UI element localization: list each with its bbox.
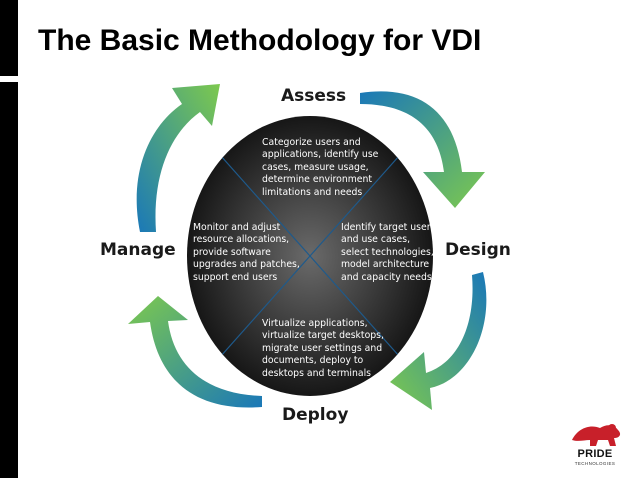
quadrant-line: provide software bbox=[193, 246, 271, 258]
slide-title: The Basic Methodology for VDI bbox=[38, 24, 482, 57]
left-accent-bar bbox=[0, 0, 18, 478]
quadrant-line: documents, deploy to bbox=[262, 355, 364, 367]
quadrant-text-assess: Categorize users and applications, ident… bbox=[262, 137, 378, 199]
quadrant-text-design: Identify target users and use cases, sel… bbox=[341, 222, 435, 284]
stage-label-manage: Manage bbox=[100, 240, 176, 260]
stage-label-design: Design bbox=[445, 240, 511, 260]
quadrant-line: Identify target users bbox=[341, 222, 436, 233]
quadrant-line: migrate user settings and bbox=[262, 342, 383, 354]
quadrant-line: desktops and terminals bbox=[262, 367, 372, 379]
quadrant-line: cases, measure usage, bbox=[262, 161, 369, 173]
pride-logo: PRIDE TECHNOLOGIES bbox=[566, 418, 624, 470]
quadrant-line: select technologies, bbox=[341, 246, 434, 258]
quadrant-line: support end users bbox=[193, 271, 278, 283]
stage-label-deploy: Deploy bbox=[282, 405, 349, 425]
stage-label-assess: Assess bbox=[281, 86, 347, 106]
quadrant-dividers bbox=[187, 116, 433, 396]
quadrant-line: determine environment bbox=[262, 174, 373, 186]
quadrant-line: Virtualize applications, bbox=[262, 318, 368, 329]
quadrant-line: Categorize users and bbox=[262, 137, 361, 148]
arrow-deploy-to-manage bbox=[128, 296, 262, 408]
quadrant-line: upgrades and patches, bbox=[193, 259, 300, 271]
quadrant-line: virtualize target desktops, bbox=[262, 330, 384, 342]
arrow-manage-to-assess bbox=[136, 84, 220, 232]
arrow-assess-to-design bbox=[360, 91, 485, 208]
lion-icon bbox=[572, 424, 621, 446]
quadrant-line: and capacity needs bbox=[341, 271, 432, 283]
arrow-design-to-deploy bbox=[390, 272, 487, 410]
quadrant-text-manage: Monitor and adjust resource allocations,… bbox=[193, 222, 300, 284]
logo-tagline: TECHNOLOGIES bbox=[574, 461, 616, 466]
quadrant-line: and use cases, bbox=[341, 234, 411, 246]
quadrant-line: Monitor and adjust bbox=[193, 222, 281, 233]
quadrant-text-deploy: Virtualize applications, virtualize targ… bbox=[262, 318, 384, 380]
logo-name: PRIDE bbox=[577, 448, 613, 460]
quadrant-line: limitations and needs bbox=[262, 186, 363, 198]
quadrant-line: model architecture bbox=[341, 259, 430, 271]
quadrant-line: applications, identify use bbox=[262, 149, 379, 161]
left-bar-notch bbox=[0, 76, 18, 82]
quadrant-line: resource allocations, bbox=[193, 234, 290, 246]
